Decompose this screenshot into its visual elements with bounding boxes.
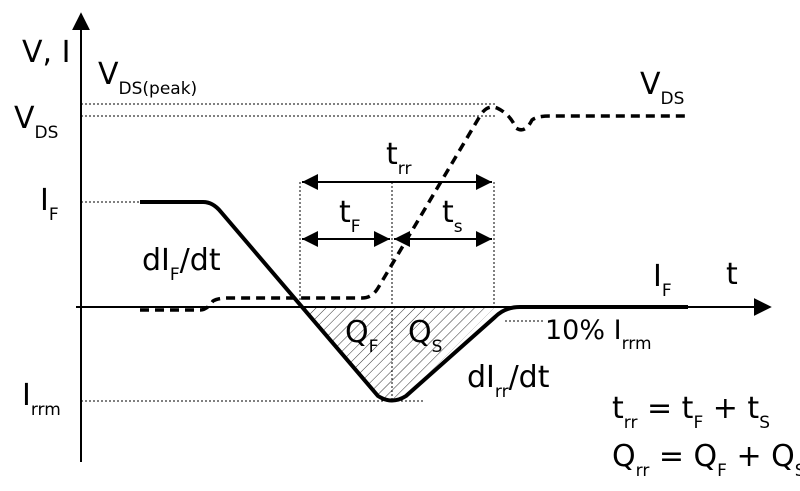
dirr-dt-label: dIrr/dt (467, 360, 550, 402)
qrr-equation: Qrr = QF + QS (612, 439, 800, 481)
vds-peak-label: VDS(peak) (98, 57, 197, 99)
tf-label: tF (339, 195, 361, 237)
qf-label: QF (345, 315, 378, 357)
if-right-label: IF (653, 259, 672, 301)
dif-dt-label: dIF/dt (142, 243, 221, 285)
x-axis-label: t (726, 257, 738, 292)
ten-pct-irrm-label: 10% Irrm (545, 315, 652, 354)
vds-left-label: VDS (14, 101, 58, 143)
recovery-charge-area (300, 307, 495, 401)
irrm-label: Irrm (22, 378, 61, 420)
trr-label: trr (386, 137, 411, 179)
if-left-label: IF (40, 183, 59, 225)
ts-label: ts (442, 195, 463, 237)
trr-equation: trr = tF + tS (612, 391, 770, 433)
vds-curve (140, 105, 688, 312)
y-axis-label: V, I (22, 35, 70, 70)
vds-right-label: VDS (640, 67, 684, 109)
qs-label: QS (408, 315, 442, 357)
current-curve (140, 200, 688, 403)
